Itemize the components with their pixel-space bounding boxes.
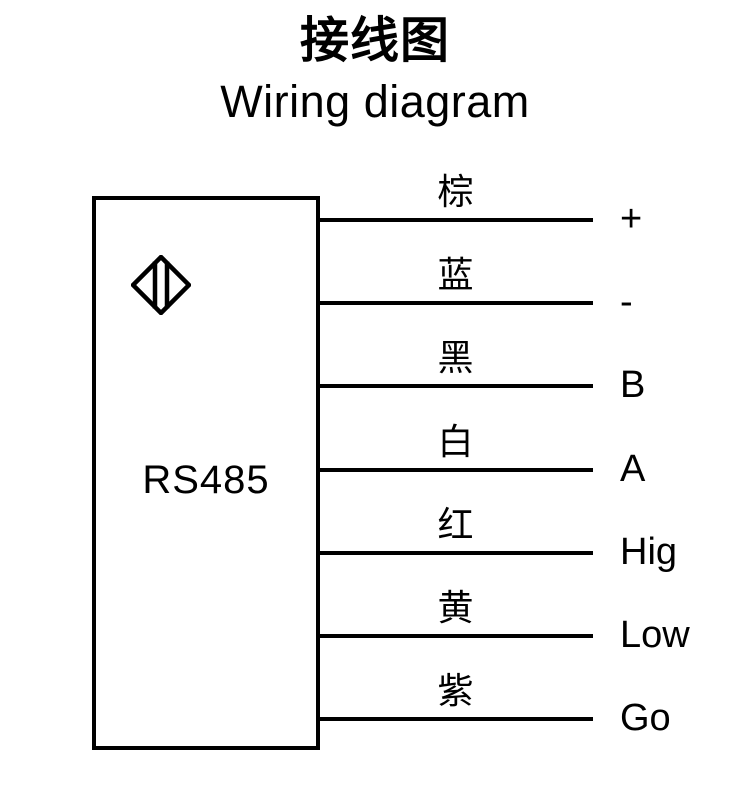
wire-color-label: 白	[437, 421, 474, 462]
wire-terminal-label: B	[620, 364, 646, 406]
wire-line	[318, 634, 593, 638]
wire-terminal-label: Hig	[620, 531, 678, 573]
wire-line	[318, 384, 593, 388]
wire-color-label: 紫	[437, 670, 474, 711]
page-title-chinese: 接线图	[299, 14, 450, 68]
wire-terminal-label: A	[620, 448, 646, 490]
device-model-label: RS485	[142, 458, 270, 502]
device-body	[92, 196, 320, 750]
diamond-sensor-logo-icon	[131, 255, 191, 315]
wire-color-label: 黑	[437, 337, 474, 378]
wire-color-label: 蓝	[437, 254, 474, 295]
wire-terminal-label: +	[620, 198, 643, 240]
page-title-english: Wiring diagram	[220, 76, 530, 127]
wire-terminal-label: -	[620, 281, 633, 323]
wire-line	[318, 301, 593, 305]
wire-color-label: 红	[437, 504, 474, 545]
wire-line	[318, 551, 593, 555]
wire-line	[318, 218, 593, 222]
wire-line	[318, 717, 593, 721]
wire-terminal-label: Low	[620, 614, 690, 656]
wire-terminal-label: Go	[620, 697, 671, 739]
wire-color-label: 黄	[437, 587, 474, 628]
wire-line	[318, 468, 593, 472]
wire-color-label: 棕	[437, 171, 474, 212]
